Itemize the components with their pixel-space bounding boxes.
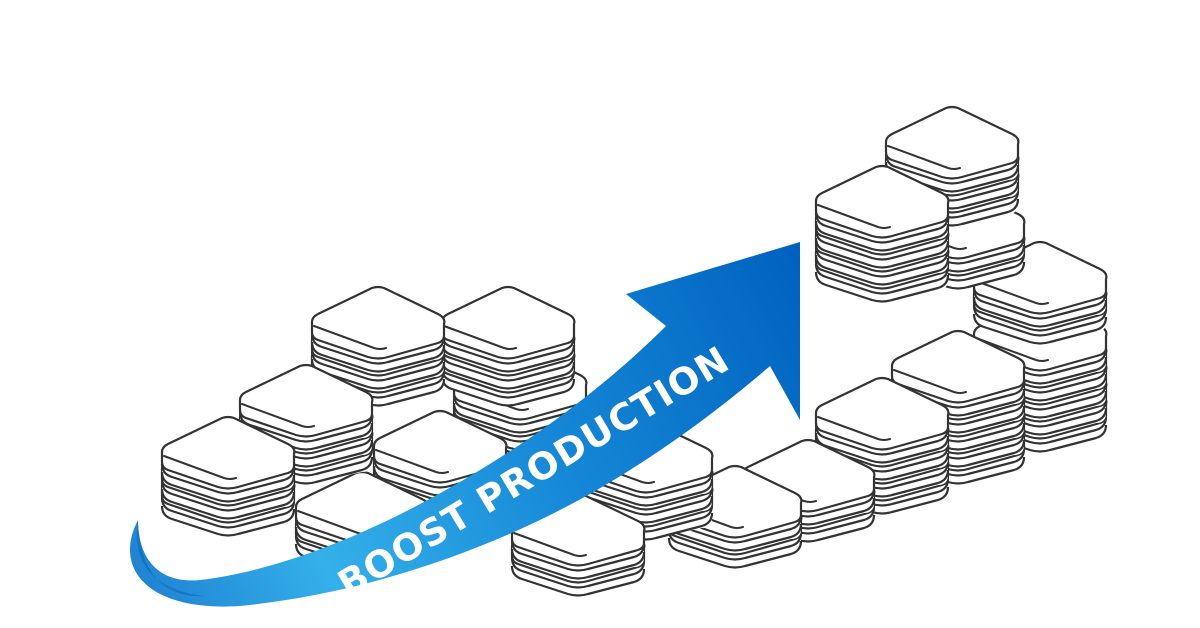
folded-towel-icon xyxy=(310,285,446,373)
folded-towel-icon xyxy=(440,285,576,373)
towel-stack xyxy=(814,164,950,303)
towel-stacks xyxy=(160,105,1108,597)
towel-stack xyxy=(440,285,576,407)
